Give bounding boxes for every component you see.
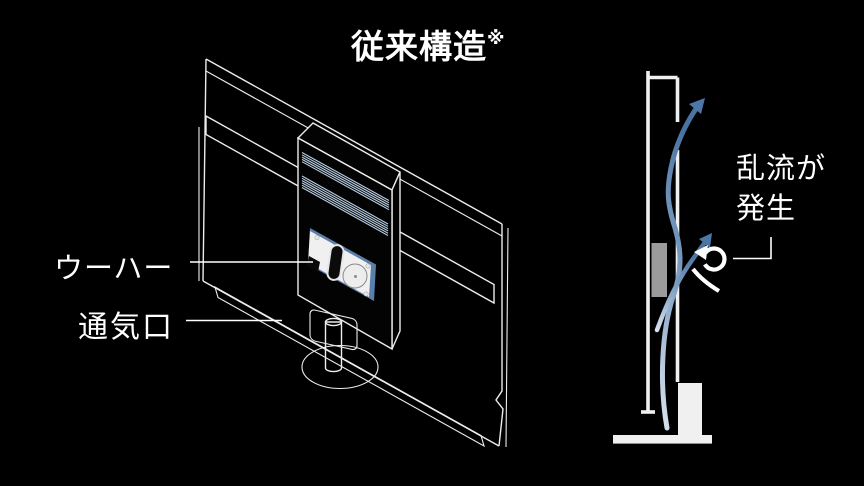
- speaker-box: [296, 122, 401, 351]
- label-vent: 通気口: [78, 311, 174, 344]
- bottom-vent-strip: [214, 285, 485, 448]
- tv-stand: [301, 309, 379, 390]
- label-turbulence-line1: 乱流が: [736, 153, 827, 185]
- title-text: 従来構造: [351, 28, 487, 65]
- woofer-panel-screws: [314, 235, 371, 297]
- stand-side: [613, 383, 712, 444]
- speaker-box-vent-slats-upper: [301, 152, 390, 211]
- tv-rear-view: [186, 58, 509, 448]
- airflow-arrow-long-icon: [660, 98, 705, 431]
- leader-line-turbulence: [733, 237, 772, 260]
- side-view: [613, 71, 772, 444]
- woofer-panel-notch: [307, 256, 320, 272]
- woofer-side-block: [651, 243, 667, 297]
- label-turbulence: 乱流が 発生: [736, 149, 826, 229]
- top-vent-strip-left: [205, 114, 301, 189]
- woofer-driver: [342, 263, 368, 289]
- airflow-arrow-short-icon: [654, 233, 712, 333]
- woofer-panel: [307, 228, 376, 301]
- label-turbulence-line2: 発生: [736, 193, 797, 225]
- label-woofer: ウーハー: [54, 253, 174, 285]
- tv-stand-neck: [324, 317, 343, 373]
- speaker-box-vent-slats-lower: [301, 175, 389, 236]
- top-vent-strip-right: [392, 226, 495, 305]
- turbulence-swirl-icon: [691, 245, 727, 293]
- side-panel-lines: [641, 71, 680, 414]
- diagram-title: 従来構造※: [351, 20, 505, 68]
- bass-port: [326, 244, 345, 281]
- title-note: ※: [487, 28, 505, 48]
